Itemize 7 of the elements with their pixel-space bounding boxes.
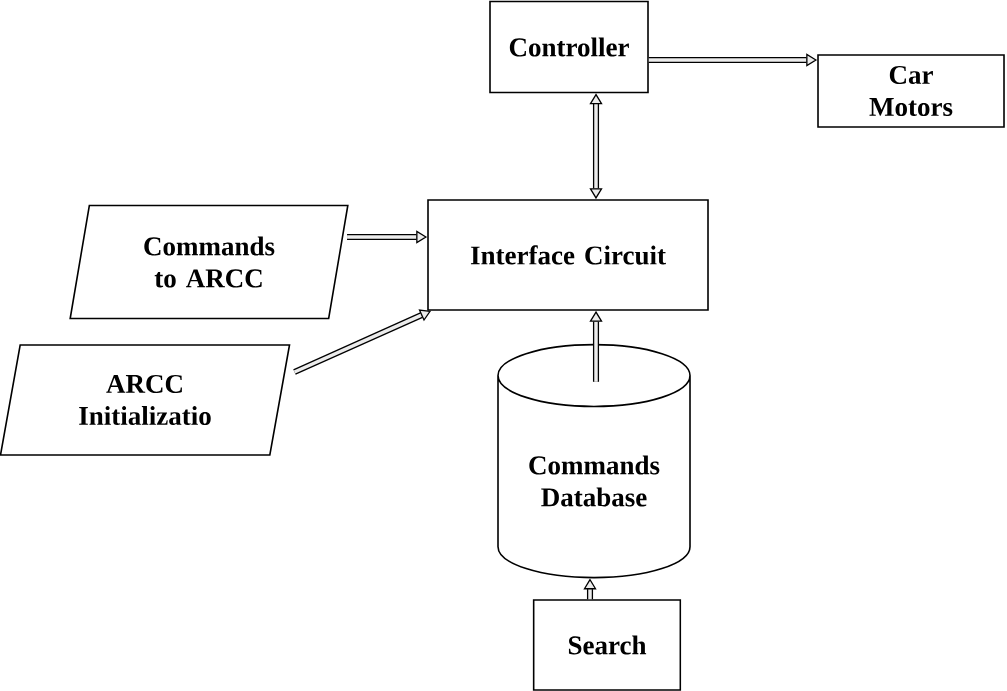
input-parallelogram: Commands to ARCC	[69, 204, 349, 320]
database-cylinder: Commands Database	[497, 343, 691, 579]
input-parallelogram: ARCC Initializatio	[0, 344, 291, 456]
process-box: Interface Circuit	[427, 199, 709, 311]
process-box: Controller	[489, 0, 649, 94]
process-box: Car Motors	[817, 54, 1005, 128]
process-box: Search	[532, 599, 682, 691]
